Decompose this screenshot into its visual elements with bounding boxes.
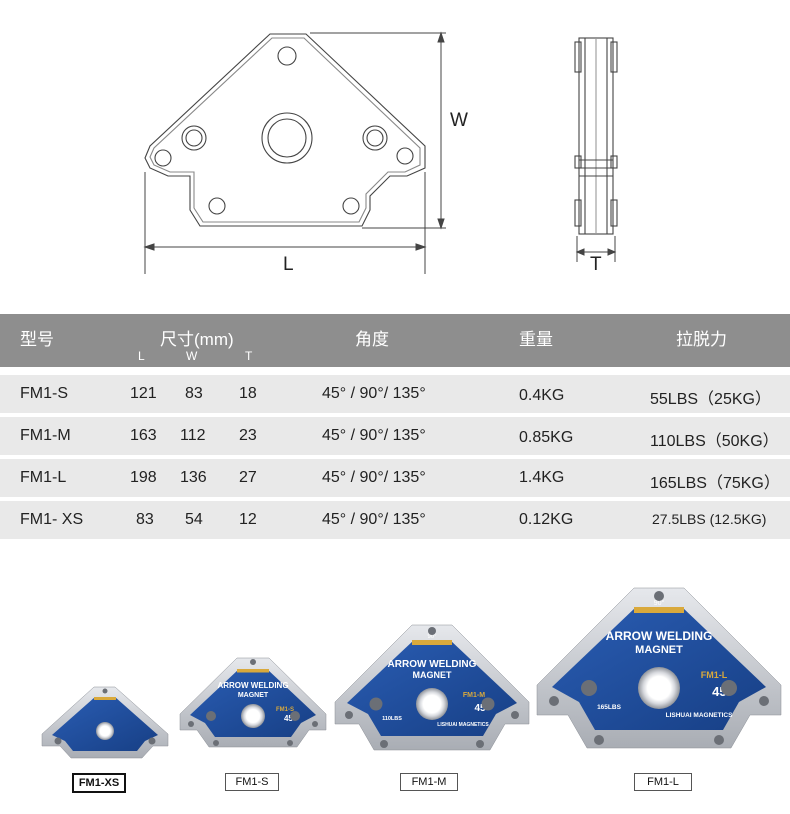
caption-fm1-xs: FM1-XS [72,773,126,793]
plate-title-2: MAGNET [238,692,269,699]
cell-model: FM1- XS [20,511,84,528]
plate-pull-badge: 110LBS [382,716,402,722]
plate-outline [144,33,426,227]
product-fm1-l: 90° ARROW WELDING MAGNET FM1-L 45° 165LB… [534,585,784,770]
cell-weight: 1.4KG [519,469,565,486]
cell-t: 18 [239,385,257,402]
dimension-l-label: L [283,254,294,275]
plate-title-2: MAGNET [635,644,683,656]
cell-angle: 45° / 90°/ 135° [322,511,426,528]
caption-fm1-s: FM1-S [225,773,279,791]
plate-brand: LISHUAI MAGNETICS [437,722,489,728]
product-fm1-s: ARROW WELDING MAGNET FM1-S 45° [178,650,328,760]
table-row: FM1- XS 83 54 12 45° / 90°/ 135° 0.12KG … [0,501,790,539]
cell-model: FM1-M [20,427,71,444]
cell-l: 121 [130,385,157,402]
cell-pull: 27.5LBS (12.5KG) [652,511,767,527]
plate-title-2: MAGNET [413,670,452,680]
table-row: FM1-S 121 83 18 45° / 90°/ 135° 0.4KG 55… [0,375,790,413]
plate-model: FM1-M [463,692,485,699]
cell-w: 136 [180,469,207,486]
plate-title-1: ARROW WELDING [217,681,288,690]
header-size-l: L [138,349,145,363]
cell-model: FM1-L [20,469,67,486]
product-fm1-xs [40,680,170,770]
cell-t: 27 [239,469,257,486]
cell-w: 112 [180,427,206,444]
header-size: 尺寸(mm) [160,330,234,349]
cell-pull: 165LBS（75KG） [650,475,780,492]
caption-fm1-m: FM1-M [400,773,458,791]
cell-pull: 110LBS（50KG） [650,433,779,450]
plate-title-1: ARROW WELDING [388,659,477,670]
drawing-svg [143,31,618,274]
plate-angle: 45° [474,703,489,714]
cell-pull: 55LBS（25KG） [650,391,771,408]
header-model: 型号 [20,330,54,349]
side-view [574,37,618,235]
header-size-w: W [186,349,198,363]
dimension-w-label: W [450,110,468,131]
cell-angle: 45° / 90°/ 135° [322,385,426,402]
cell-angle: 45° / 90°/ 135° [322,427,426,444]
plate-angle-top: 90° [654,599,665,607]
header-angle: 角度 [355,330,389,349]
caption-fm1-l: FM1-L [634,773,692,791]
header-pull: 拉脱力 [676,330,727,349]
cell-t: 12 [239,511,257,528]
dimension-t-label: T [590,254,602,275]
plate-angle: 45° [284,714,296,723]
table-header: 型号 尺寸(mm) L W T 角度 重量 拉脱力 [0,314,790,367]
plate-brand: LISHUAI MAGNETICS [666,712,733,719]
cell-weight: 0.85KG [519,429,574,446]
plate-title-1: ARROW WELDING [606,629,713,643]
cell-l: 83 [136,511,154,528]
spec-table: 型号 尺寸(mm) L W T 角度 重量 拉脱力 FM1-S 121 83 1… [0,314,790,539]
plate-model: FM1-S [276,707,294,713]
header-weight: 重量 [519,330,553,349]
cell-model: FM1-S [20,385,68,402]
cell-weight: 0.4KG [519,387,565,404]
cell-angle: 45° / 90°/ 135° [322,469,426,486]
technical-drawing: W L T [0,0,790,300]
plate-model: FM1-L [701,670,728,680]
cell-l: 198 [130,469,157,486]
product-fm1-m: 90° ARROW WELDING MAGNET FM1-M 45° 110LB… [332,622,532,767]
plate-angle-top: 90° [427,634,437,640]
product-photos: FM1-XS ARROW WELDING MAGNET FM1-S 45° FM… [0,570,790,814]
cell-w: 83 [185,385,203,402]
plate-pull-badge: 165LBS [597,704,622,711]
cell-weight: 0.12KG [519,511,574,528]
cell-l: 163 [130,427,157,444]
table-row: FM1-L 198 136 27 45° / 90°/ 135° 1.4KG 1… [0,459,790,497]
cell-t: 23 [239,427,257,444]
table-row: FM1-M 163 112 23 45° / 90°/ 135° 0.85KG … [0,417,790,455]
cell-w: 54 [185,511,203,528]
header-size-t: T [245,349,253,363]
